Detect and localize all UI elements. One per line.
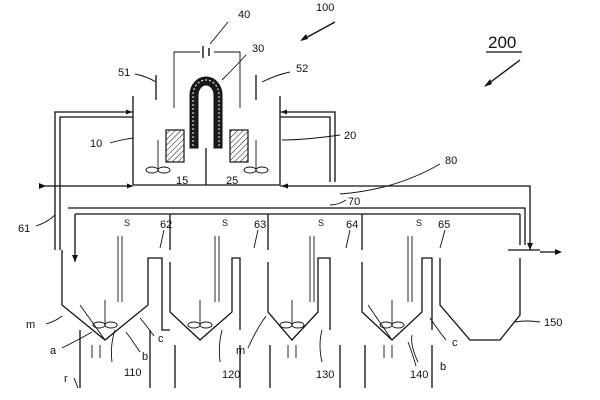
label-15: 15 — [176, 175, 188, 187]
label-c-right: c — [452, 337, 458, 349]
label-140: 140 — [410, 369, 428, 381]
pipe-right-outer — [280, 112, 335, 182]
pipe-right-inner — [280, 117, 330, 182]
label-10: 10 — [90, 138, 102, 150]
tank-130 — [268, 236, 340, 388]
label-m-mid: m — [236, 345, 245, 357]
pipe-left-inner — [60, 117, 133, 250]
pipe-left-outer — [55, 112, 133, 250]
label-61: 61 — [18, 223, 30, 235]
label-120: 120 — [222, 369, 240, 381]
label-r: r — [64, 373, 68, 385]
electrode-25 — [230, 130, 248, 162]
label-64: 64 — [346, 219, 358, 231]
label-70: 70 — [348, 196, 360, 208]
label-b-right: b — [440, 361, 446, 373]
label-130: 130 — [316, 369, 334, 381]
tank-150 — [440, 250, 540, 340]
piping — [39, 110, 562, 263]
label-s1: S — [124, 218, 130, 228]
label-s4: S — [416, 218, 422, 228]
label-150: 150 — [544, 317, 562, 329]
label-m-left: m — [26, 319, 35, 331]
label-200: 200 — [488, 33, 516, 52]
label-110: 110 — [124, 367, 142, 379]
tank-120 — [170, 236, 240, 388]
label-25: 25 — [226, 175, 238, 187]
label-80: 80 — [445, 155, 457, 167]
label-30: 30 — [252, 43, 264, 55]
label-40: 40 — [238, 9, 250, 21]
label-s2: S — [222, 218, 228, 228]
tank-140 — [362, 236, 432, 388]
label-51: 51 — [118, 67, 130, 79]
electrolysis-apparatus — [133, 46, 280, 185]
label-a: a — [50, 345, 57, 357]
label-s3: S — [318, 218, 324, 228]
label-100: 100 — [316, 2, 334, 14]
arrow-200 — [488, 60, 520, 84]
label-62: 62 — [160, 219, 172, 231]
label-c-left: c — [158, 333, 164, 345]
label-52: 52 — [296, 63, 308, 75]
electrode-15 — [166, 130, 184, 162]
label-20: 20 — [344, 130, 356, 142]
label-63: 63 — [254, 219, 266, 231]
label-b-left: b — [142, 351, 148, 363]
tank-110 — [62, 236, 170, 388]
membrane-30 — [190, 77, 222, 148]
label-65: 65 — [438, 219, 450, 231]
